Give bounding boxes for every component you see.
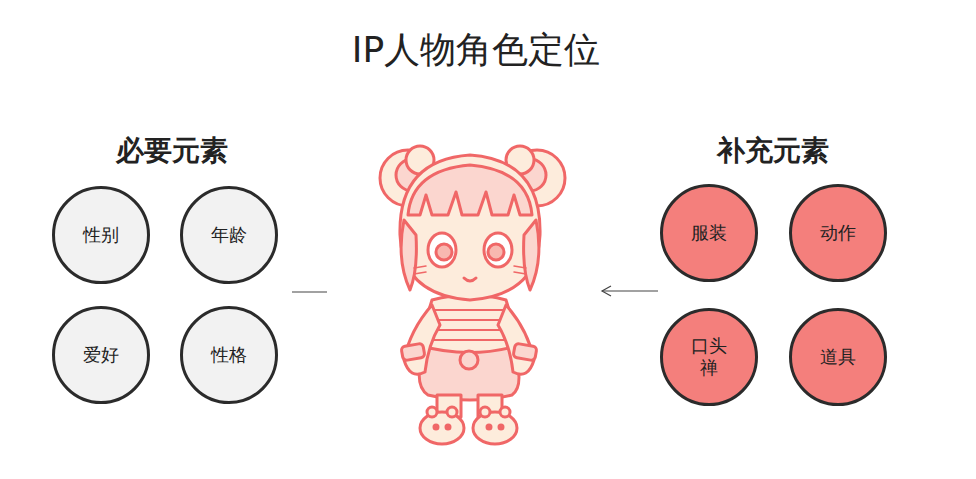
- group-heading: 必要元素: [116, 132, 228, 170]
- element-label: 动作: [820, 222, 856, 245]
- group-heading: 补充元素: [717, 132, 829, 170]
- element-circle: 性别: [52, 186, 150, 284]
- element-label: 年龄: [211, 224, 247, 247]
- element-label: 性格: [211, 344, 247, 367]
- element-circle: 性格: [180, 306, 278, 404]
- element-circle: 服装: [660, 184, 758, 282]
- girl-figure: [380, 146, 565, 444]
- diagram-title: IP人物角色定位: [352, 26, 600, 75]
- connector-line: [292, 291, 327, 292]
- element-circle: 年龄: [180, 186, 278, 284]
- element-label: 服装: [691, 222, 727, 245]
- arrow: [602, 286, 658, 296]
- element-label: 爱好: [83, 344, 119, 367]
- element-label: 道具: [820, 346, 856, 369]
- element-circle: 动作: [789, 184, 887, 282]
- element-label: 性别: [83, 224, 119, 247]
- element-circle: 道具: [789, 308, 887, 406]
- element-circle: 爱好: [52, 306, 150, 404]
- element-label: 口头禅: [689, 335, 729, 380]
- element-circle: 口头禅: [660, 308, 758, 406]
